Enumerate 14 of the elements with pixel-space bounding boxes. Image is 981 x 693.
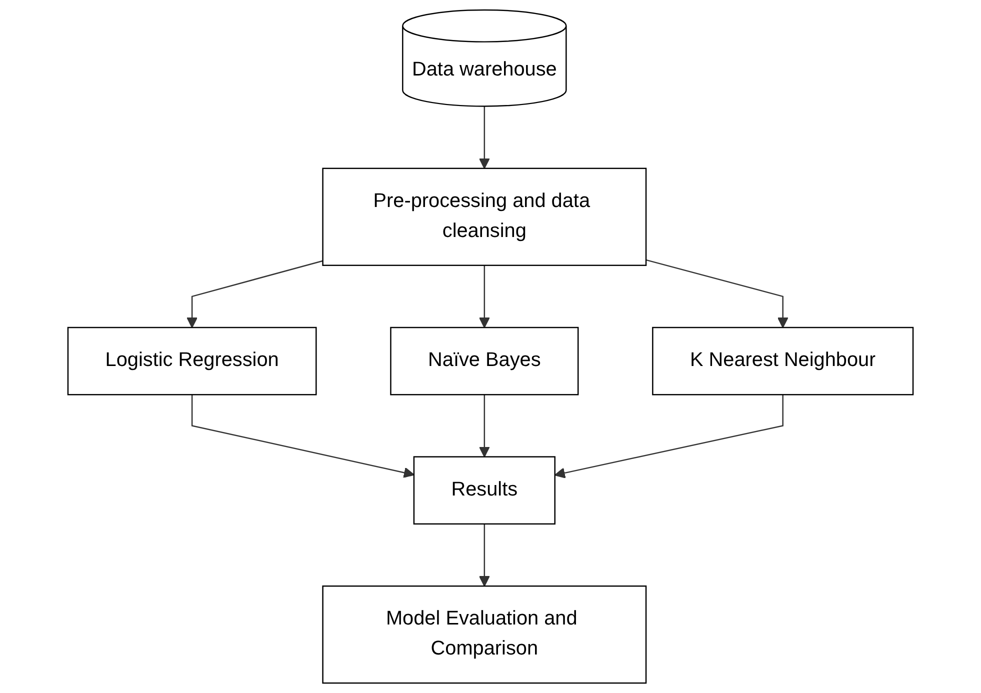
arrow bbox=[186, 260, 323, 328]
arrow bbox=[554, 394, 784, 478]
arrow bbox=[478, 394, 490, 458]
node-box: Pre-processing and data cleansing bbox=[322, 168, 647, 266]
arrow bbox=[478, 265, 490, 328]
node-box: Results bbox=[413, 456, 556, 525]
arrow bbox=[478, 106, 490, 169]
arrow bbox=[191, 394, 414, 478]
arrow bbox=[478, 524, 490, 587]
node-box: K Nearest Neighbour bbox=[652, 326, 914, 396]
node-box: Naïve Bayes bbox=[390, 326, 579, 396]
node-box: Logistic Regression bbox=[67, 326, 317, 396]
arrow bbox=[646, 259, 788, 328]
node-box: Model Evaluation and Comparison bbox=[322, 585, 647, 684]
